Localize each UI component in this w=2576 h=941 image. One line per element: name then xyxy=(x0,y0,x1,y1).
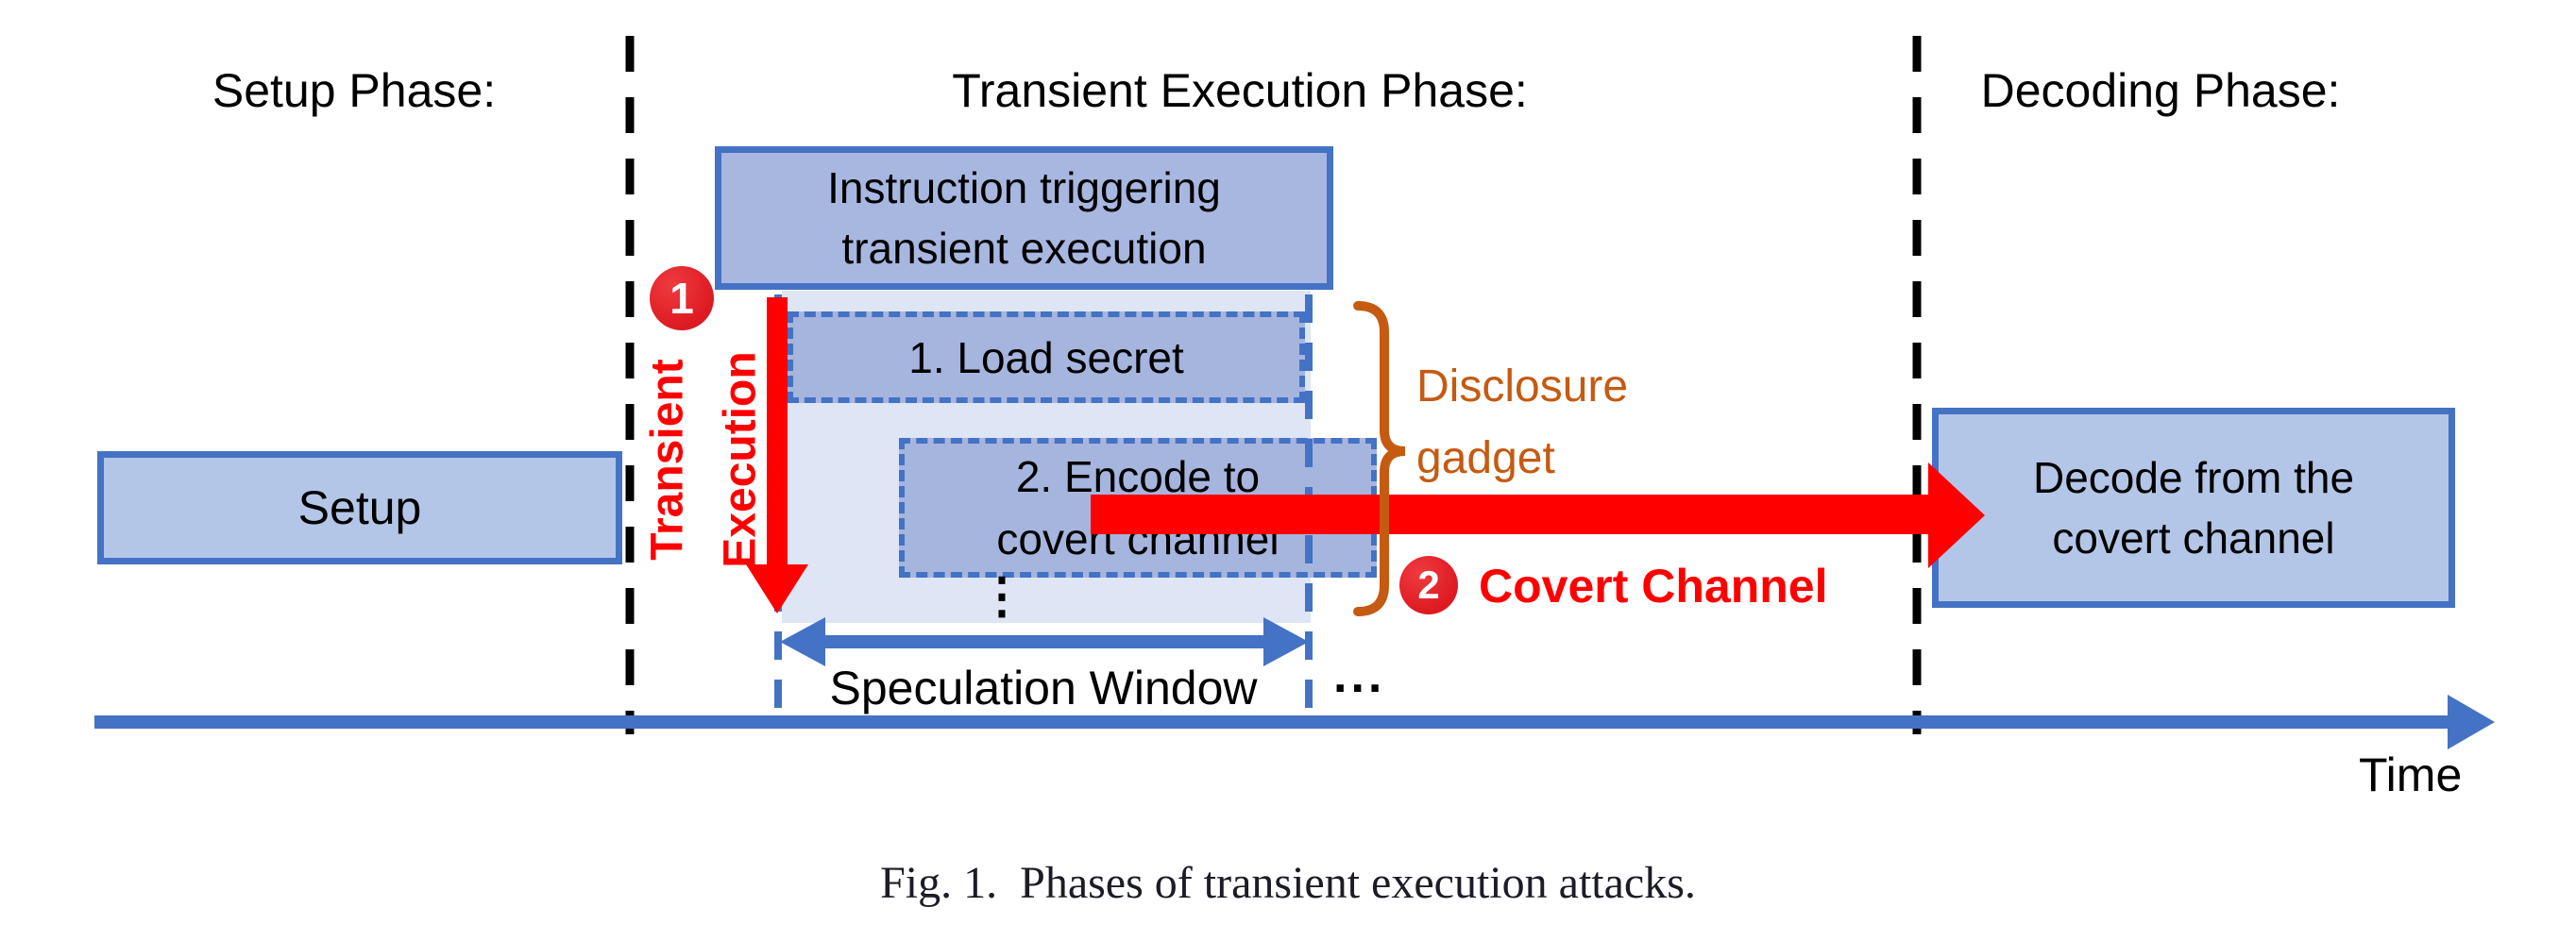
step-1-badge: 1 xyxy=(650,266,714,330)
time-axis-label: Time xyxy=(2359,748,2463,801)
disclosure-gadget-line2: gadget xyxy=(1416,433,1555,483)
setup-box: Setup xyxy=(97,451,622,564)
vertical-ellipsis: ⋮ xyxy=(977,569,1026,624)
figure-caption: Fig. 1. Phases of transient execution at… xyxy=(880,858,1696,908)
instruction-trigger-line2: transient execution xyxy=(841,224,1207,273)
transient-rotated-label: Transient xyxy=(642,359,693,561)
setup-box-label: Setup xyxy=(297,481,422,534)
speculation-window-double-arrow xyxy=(780,617,1309,666)
decode-box-line1: Decode from the xyxy=(2032,453,2355,502)
encode-covert-box: 2. Encode to covert channel xyxy=(899,438,1377,578)
covert-channel-label: Covert Channel xyxy=(1479,560,1828,613)
step-1-badge-number: 1 xyxy=(669,274,694,323)
step-2-badge-number: 2 xyxy=(1417,563,1440,607)
decode-box-line2: covert channel xyxy=(2052,513,2335,563)
instruction-trigger-box: Instruction triggering transient executi… xyxy=(715,146,1333,290)
decoding-phase-label: Decoding Phase: xyxy=(1980,64,2341,117)
encode-covert-line1: 2. Encode to xyxy=(1015,452,1261,501)
disclosure-gadget-line1: Disclosure xyxy=(1416,361,1629,412)
disclosure-gadget-label: Disclosure gadget xyxy=(1416,351,1628,495)
transient-phase-label: Transient Execution Phase: xyxy=(952,64,1528,117)
speculation-window-label: Speculation Window xyxy=(829,662,1258,714)
step-2-badge: 2 xyxy=(1399,556,1458,614)
instruction-trigger-line1: Instruction triggering xyxy=(827,163,1221,212)
load-secret-label: 1. Load secret xyxy=(908,332,1184,382)
execution-rotated-label: Execution xyxy=(715,351,766,568)
load-secret-box: 1. Load secret xyxy=(788,311,1305,403)
decode-box: Decode from the covert channel xyxy=(1932,408,2455,608)
setup-phase-label: Setup Phase: xyxy=(212,64,497,117)
encode-covert-line2: covert channel xyxy=(996,514,1280,563)
horizontal-ellipsis: ... xyxy=(1333,648,1386,703)
